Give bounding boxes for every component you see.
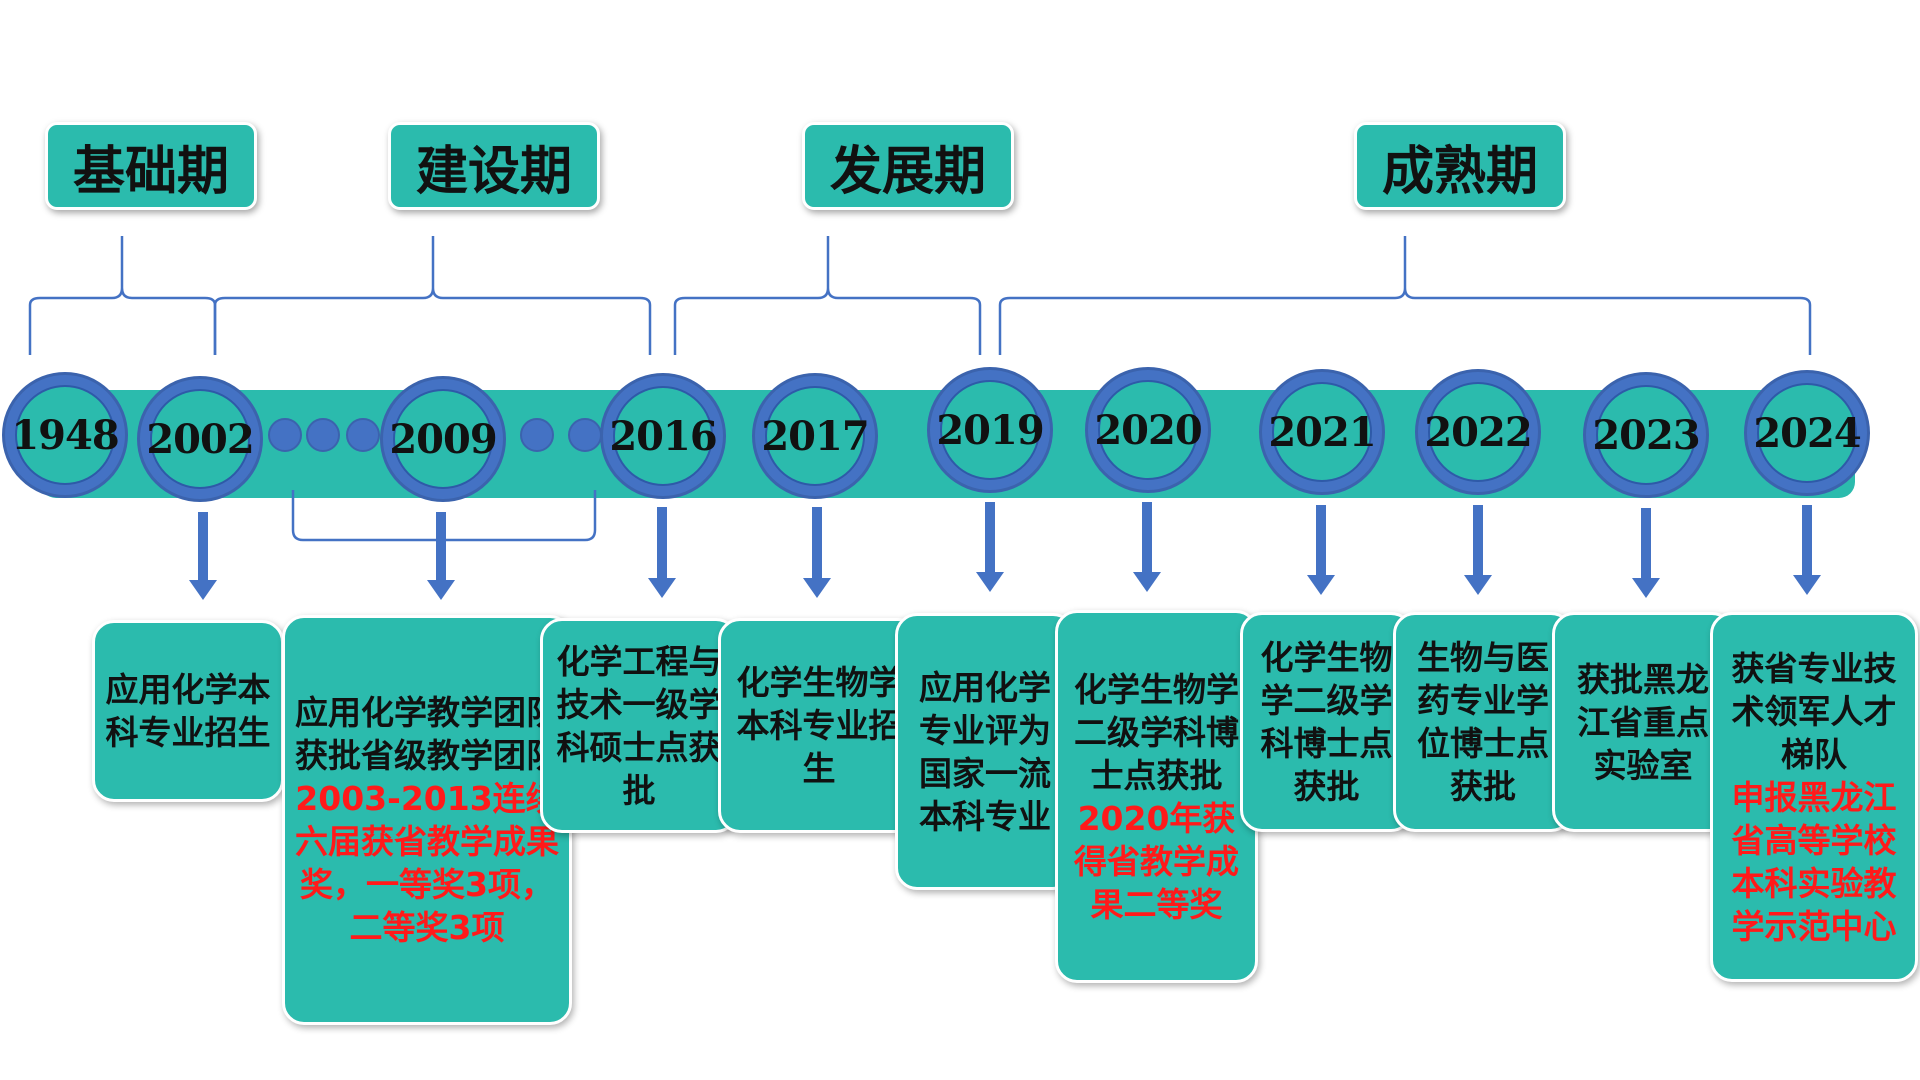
year-label: 2019	[936, 406, 1044, 454]
year-node-2023: 2023	[1583, 372, 1709, 498]
phase-maturity: 成熟期	[1354, 122, 1566, 210]
year-node-1948: 1948	[2, 372, 128, 498]
down-arrow-shaft	[985, 502, 995, 574]
down-arrow-head	[189, 580, 217, 600]
year-label: 2016	[609, 412, 717, 460]
year-label: 2020	[1094, 406, 1202, 454]
year-node-2019: 2019	[927, 367, 1053, 493]
event-text: 生物与医药专业学位博士点获批	[1417, 638, 1549, 806]
event-card-2022: 生物与医药专业学位博士点获批	[1393, 612, 1573, 832]
event-note: 2003-2013连续六届获省教学成果奖，一等奖3项，二等奖3项	[295, 779, 559, 947]
year-label: 2022	[1424, 408, 1532, 456]
event-card-2009: 应用化学教学团队获批省级教学团队 2003-2013连续六届获省教学成果奖，一等…	[282, 615, 572, 1025]
down-arrow-head	[648, 578, 676, 598]
year-node-2017: 2017	[752, 373, 878, 499]
event-text: 获省专业技术领军人才梯队	[1731, 648, 1897, 774]
year-label: 2002	[146, 415, 254, 463]
down-arrow-shaft	[436, 512, 446, 582]
phase-construction: 建设期	[388, 122, 600, 210]
down-arrow-shaft	[1142, 502, 1152, 574]
year-node-2002: 2002	[137, 376, 263, 502]
down-arrow-head	[1793, 575, 1821, 595]
event-text: 应用化学专业评为国家一流本科专业	[919, 667, 1051, 836]
down-arrow-shaft	[812, 507, 822, 580]
event-card-2021: 化学生物学二级学科博士点获批	[1240, 612, 1413, 832]
ellipsis-dot	[346, 418, 380, 452]
ellipsis-dot	[306, 418, 340, 452]
year-node-2009: 2009	[380, 376, 506, 502]
event-text: 化学生物学本科专业招生	[736, 663, 902, 788]
event-card-2023: 获批黑龙江省重点实验室	[1552, 612, 1734, 832]
down-arrow-head	[427, 580, 455, 600]
year-node-2022: 2022	[1415, 369, 1541, 495]
down-arrow-shaft	[657, 507, 667, 580]
down-arrow-head	[976, 572, 1004, 592]
brace-foundation	[28, 236, 217, 355]
event-note: 2020年获得省教学成果二等奖	[1074, 798, 1239, 924]
phase-foundation: 基础期	[45, 122, 257, 210]
event-text: 化学生物学二级学科博士点获批	[1260, 638, 1393, 806]
event-card-2002: 应用化学本科专业招生	[92, 620, 284, 802]
down-arrow-head	[1133, 572, 1161, 592]
event-text: 应用化学本科专业招生	[105, 670, 271, 752]
year-node-2021: 2021	[1259, 369, 1385, 495]
down-arrow-head	[803, 578, 831, 598]
year-label: 2017	[761, 412, 869, 460]
down-arrow-shaft	[1802, 505, 1812, 577]
event-text: 应用化学教学团队获批省级教学团队	[295, 693, 559, 775]
down-arrow-shaft	[1473, 505, 1483, 577]
event-card-2016: 化学工程与技术一级学科硕士点获批	[540, 618, 738, 833]
year-label: 2009	[389, 415, 497, 463]
event-card-2020: 化学生物学二级学科博士点获批 2020年获得省教学成果二等奖	[1055, 610, 1258, 983]
event-note: 申报黑龙江省高等学校本科实验教学示范中心	[1731, 777, 1897, 946]
down-arrow-head	[1307, 575, 1335, 595]
event-card-2017: 化学生物学本科专业招生	[718, 618, 920, 833]
ellipsis-dot	[520, 418, 554, 452]
brace-maturity	[998, 236, 1812, 355]
year-node-2024: 2024	[1744, 370, 1870, 496]
ellipsis-dot	[568, 418, 602, 452]
year-label: 1948	[11, 411, 119, 459]
phase-development: 发展期	[802, 122, 1014, 210]
down-arrow-head	[1464, 575, 1492, 595]
year-node-2016: 2016	[600, 373, 726, 499]
event-text: 化学工程与技术一级学科硕士点获批	[556, 641, 722, 810]
year-node-2020: 2020	[1085, 367, 1211, 493]
event-text: 获批黑龙江省重点实验室	[1577, 659, 1709, 785]
event-card-2024: 获省专业技术领军人才梯队 申报黑龙江省高等学校本科实验教学示范中心	[1710, 612, 1918, 982]
down-arrow-shaft	[1316, 505, 1326, 577]
brace-development	[673, 236, 982, 355]
year-label: 2023	[1592, 411, 1700, 459]
arrows-group	[189, 502, 1821, 600]
event-text: 化学生物学二级学科博士点获批	[1074, 669, 1239, 795]
year-label: 2024	[1753, 409, 1861, 457]
down-arrow-head	[1632, 578, 1660, 598]
down-arrow-shaft	[198, 512, 208, 582]
brace-construction	[213, 236, 652, 355]
ellipsis-dot	[268, 418, 302, 452]
event-card-2019: 应用化学专业评为国家一流本科专业	[895, 613, 1075, 890]
down-arrow-shaft	[1641, 508, 1651, 580]
year-label: 2021	[1268, 408, 1376, 456]
